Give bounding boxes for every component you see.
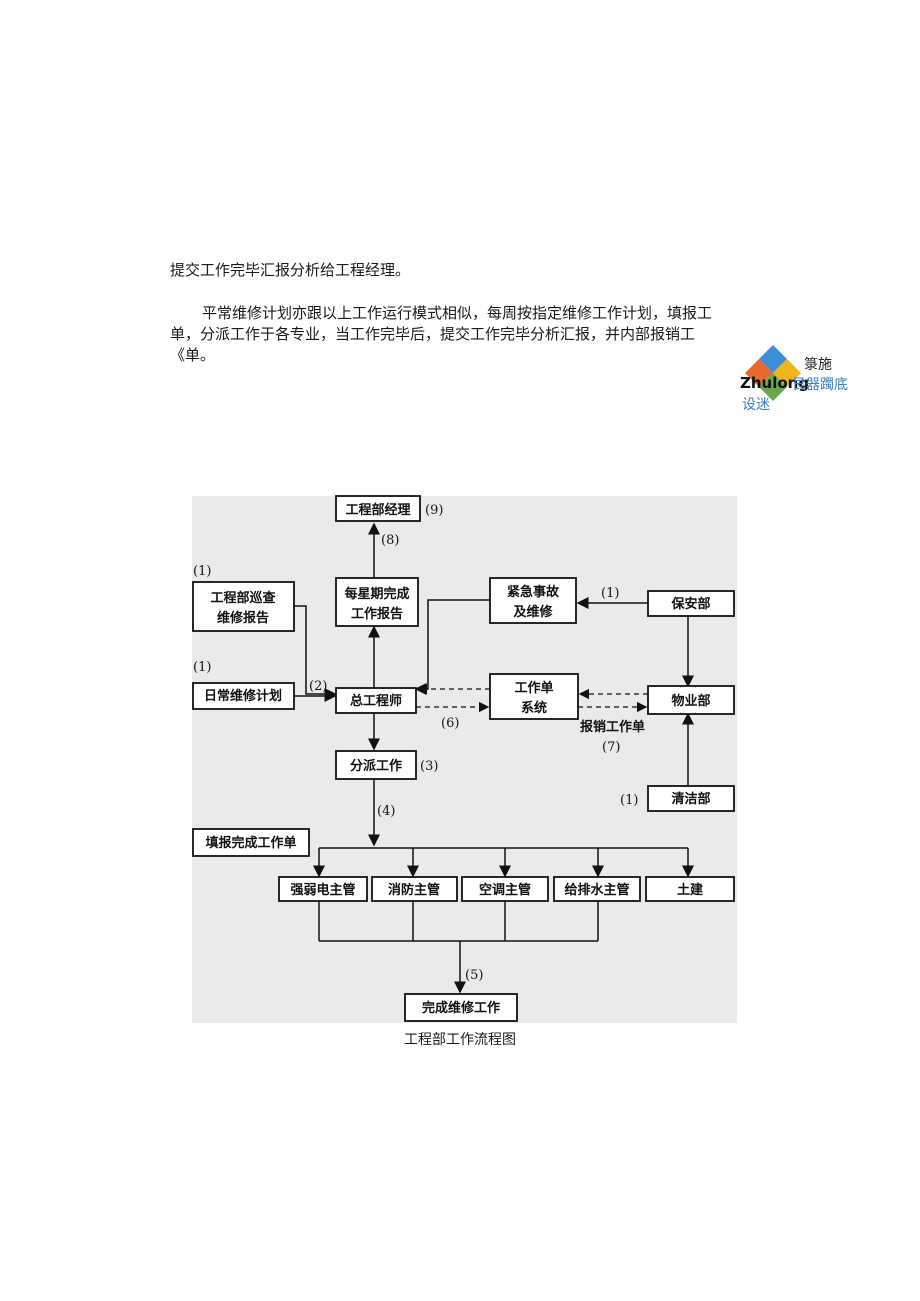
weekly-report-label-2: 工作报告	[351, 606, 403, 622]
paragraph-2-line-3: 《单。	[170, 346, 216, 364]
step-4-label: (4)	[377, 804, 395, 819]
box-inspection	[192, 581, 295, 632]
box-trade-fire	[371, 876, 458, 902]
inspection-label-2: 维修报告	[217, 610, 269, 626]
emergency-label-2: 及维修	[513, 604, 553, 620]
emergency-label-1: 紧急事故	[507, 584, 560, 600]
box-daily-plan	[192, 682, 295, 710]
dispatch-label: 分派工作	[350, 758, 402, 774]
box-property	[647, 685, 735, 715]
step-6-label: (6)	[441, 716, 459, 731]
complete-label: 完成维修工作	[422, 1000, 500, 1016]
step-3-label: (3)	[420, 759, 438, 774]
trade-hvac-label: 空调主管	[479, 882, 531, 898]
box-dispatch	[335, 750, 417, 780]
logo-brand: Zhulong	[740, 374, 810, 392]
step-5-label: (5)	[465, 968, 483, 983]
box-trade-plumbing	[553, 876, 641, 902]
paragraph-1: 提交工作完毕汇报分析给工程经理。	[170, 261, 411, 279]
box-weekly-report	[335, 577, 419, 627]
box-trade-electrical	[278, 876, 368, 902]
box-cleaning	[647, 785, 735, 812]
reimburse-label: 报销工作单	[580, 719, 645, 735]
box-trade-civil	[645, 876, 735, 902]
security-label: 保安部	[670, 596, 710, 612]
property-label: 物业部	[671, 693, 710, 709]
box-work-order-system	[489, 673, 579, 720]
paragraph-2-line-2: 单，分派工作于各专业，当工作完毕后，提交工作完毕分析汇报，并内部报销工	[170, 325, 696, 343]
step-2-label: (2)	[309, 679, 327, 694]
weekly-report-label-1: 每星期完成	[344, 586, 409, 602]
box-complete	[404, 993, 518, 1022]
logo-diamond-icon	[745, 345, 801, 401]
paragraph-2-line-1: 平常维修计划亦跟以上工作运行模式相似，每周按指定维修工作计划，填报工	[202, 304, 713, 322]
logo-bottom-text: 设迷	[742, 397, 770, 413]
manager-label: 工程部经理	[345, 502, 410, 518]
step-1-label-b: (1)	[193, 660, 211, 675]
step-9-label: (9)	[425, 503, 443, 518]
fill-form-label: 填报完成工作单	[205, 835, 296, 851]
box-security	[647, 590, 735, 617]
step-1-label-d: (1)	[620, 793, 638, 808]
step-8-label: (8)	[381, 533, 399, 548]
logo-right-text: 艮器躅底	[792, 377, 848, 393]
paragraph-2: 平常维修计划亦跟以上工作运行模式相似，每周按指定维修工作计划，填报工 单，分派工…	[170, 303, 740, 366]
box-fill-form	[192, 828, 310, 857]
inspection-label-1: 工程部巡查	[210, 590, 276, 606]
logo-top-text: 箓施	[804, 357, 832, 373]
step-1-label-c: (1)	[601, 586, 619, 601]
box-chief-engineer	[335, 687, 417, 714]
box-emergency	[489, 577, 577, 624]
trade-civil-label: 土建	[677, 882, 703, 898]
box-manager	[335, 495, 421, 522]
step-1-label-a: (1)	[193, 564, 211, 579]
chief-label: 总工程师	[350, 693, 402, 709]
daily-plan-label: 日常维修计划	[204, 688, 282, 704]
work-order-system-label-2: 系统	[521, 700, 547, 716]
work-order-system-label-1: 工作单	[514, 680, 553, 696]
cleaning-label: 清洁部	[671, 791, 710, 807]
step-7-label: (7)	[602, 740, 620, 755]
trade-fire-label: 消防主管	[388, 882, 440, 898]
box-trade-hvac	[461, 876, 549, 902]
trade-plumbing-label: 给排水主管	[564, 882, 629, 898]
trade-electrical-label: 强弱电主管	[290, 882, 355, 898]
figure-caption: 工程部工作流程图	[404, 1032, 516, 1048]
zhulong-logo: 箓施 Zhulong 艮器躅底 设迷	[740, 343, 870, 413]
